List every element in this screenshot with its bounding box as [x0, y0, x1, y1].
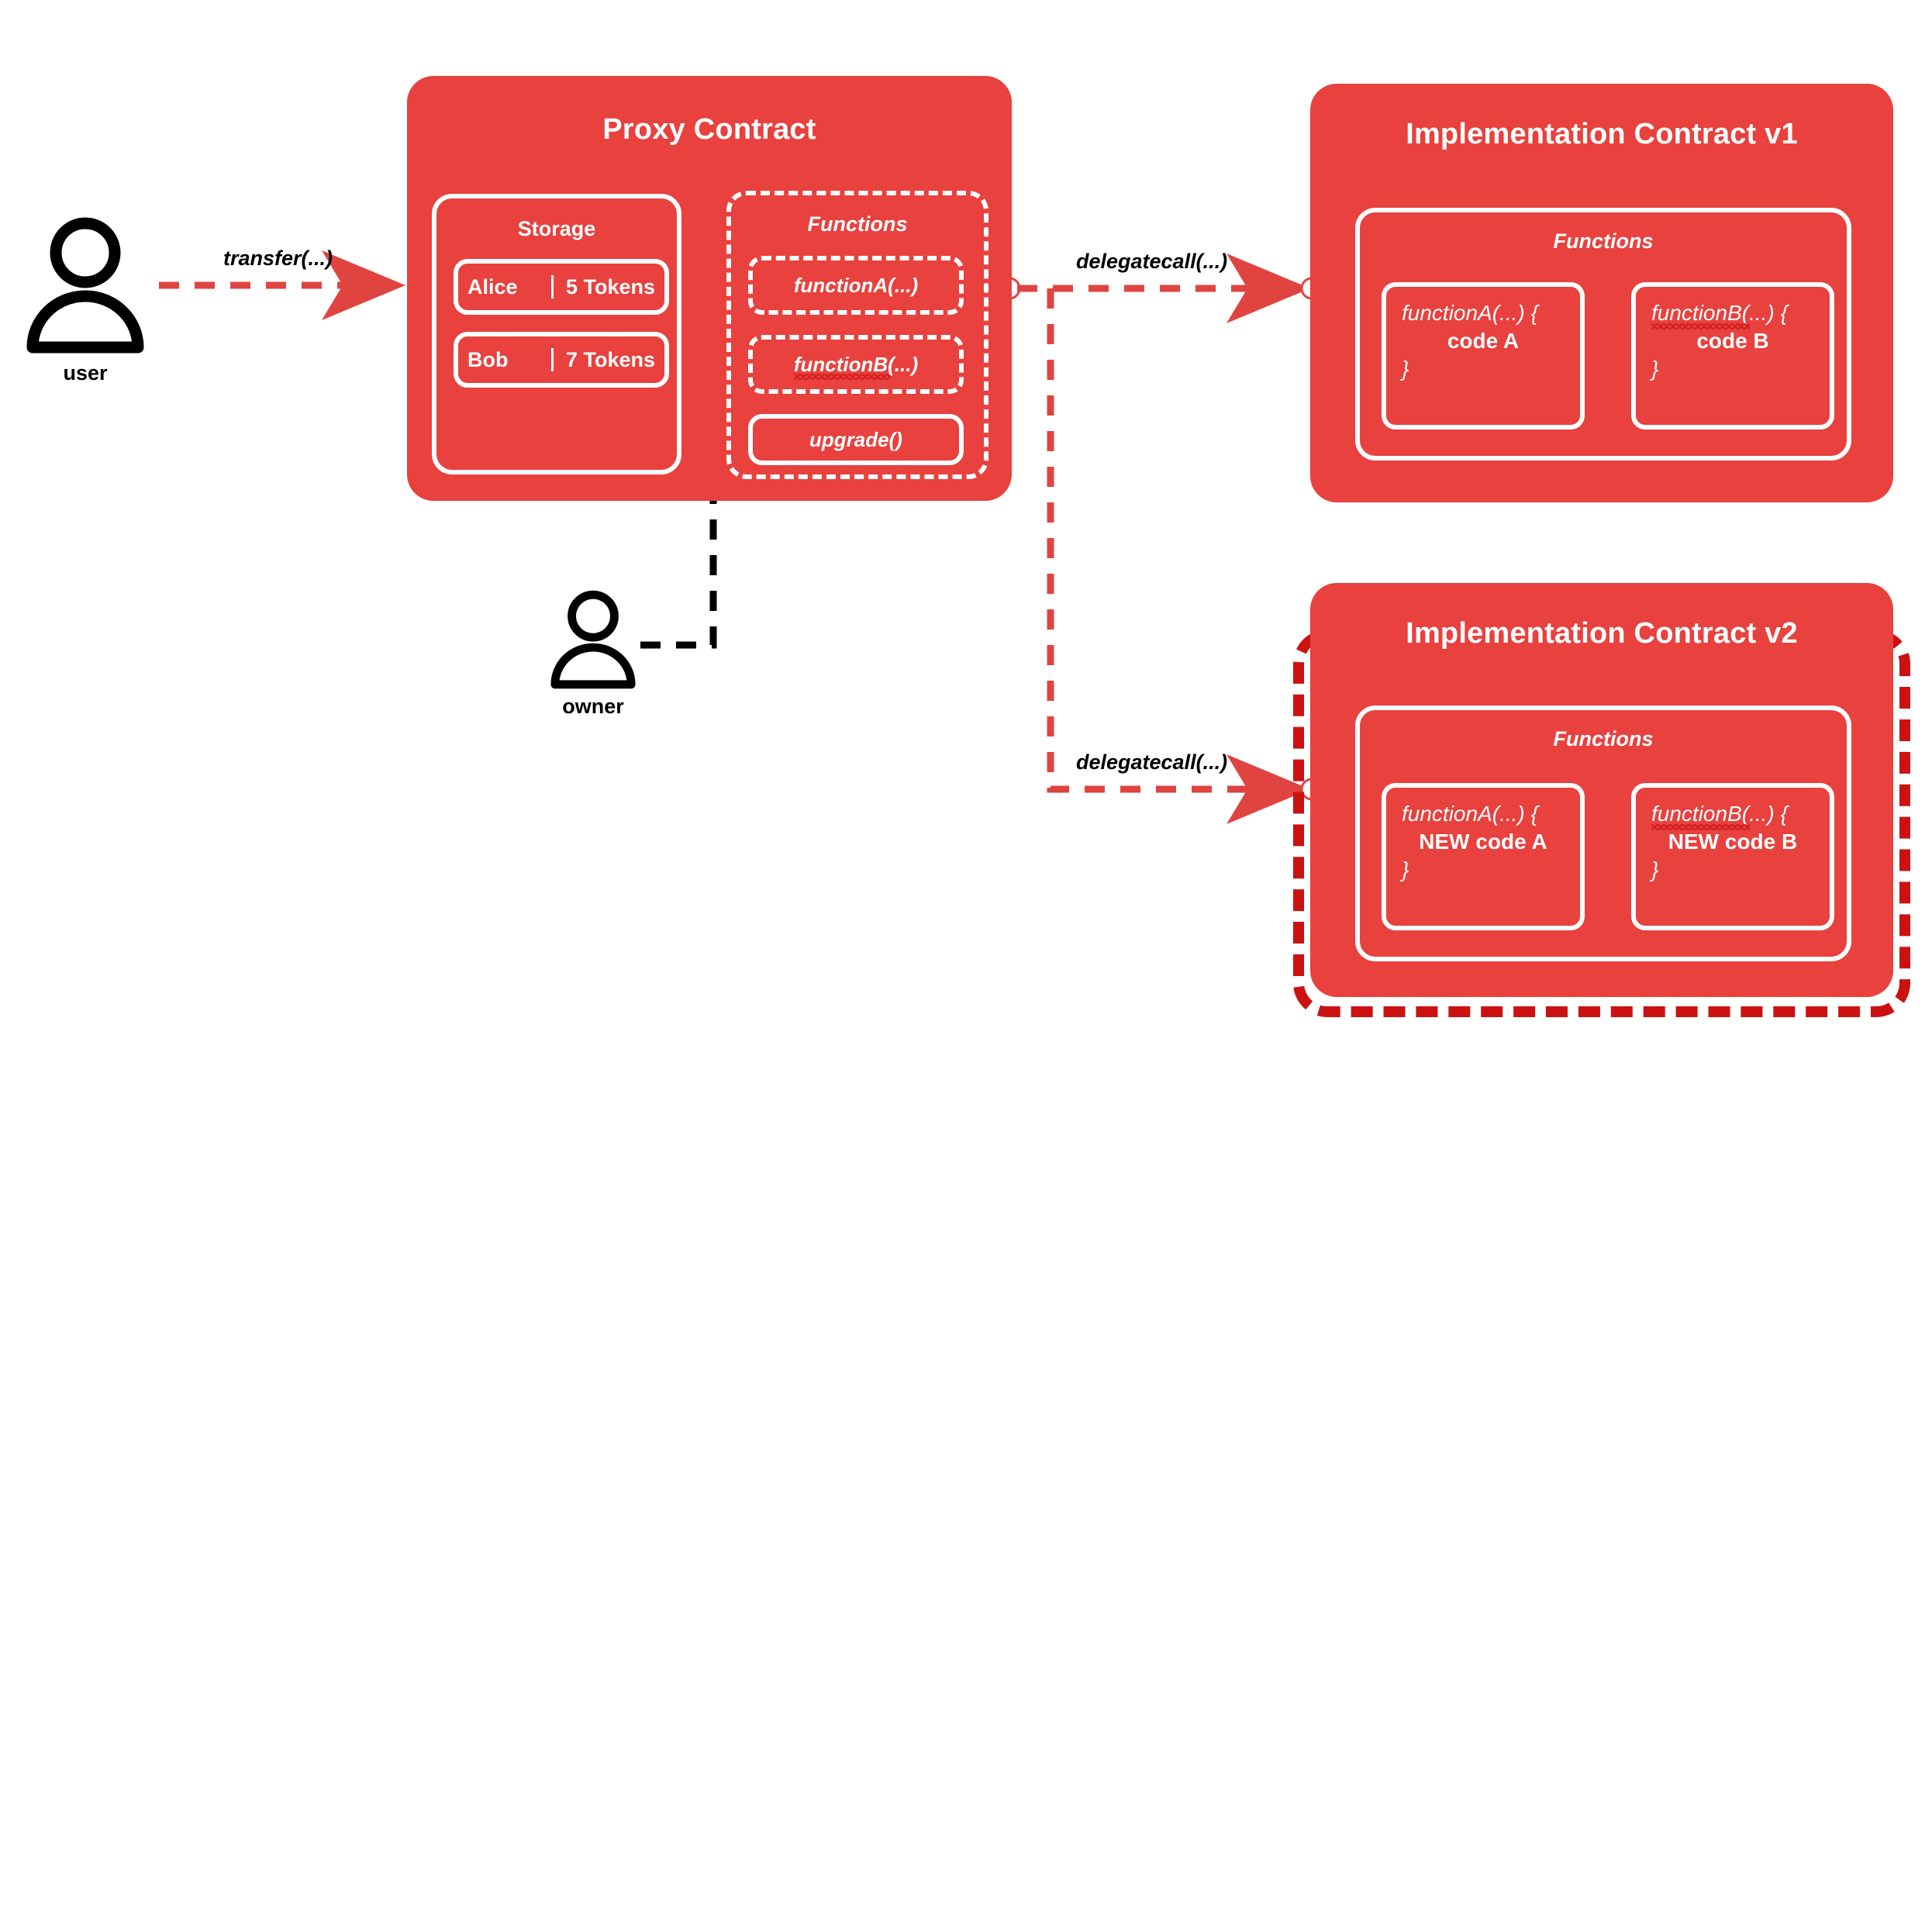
spellcheck-squiggle — [1651, 824, 1750, 830]
impl-v2-functions-panel: Functions functionA(...) { NEW code A } … — [1355, 706, 1851, 961]
proxy-function-item-functionb[interactable]: functionB(...) — [748, 335, 964, 394]
impl-v2-close: } — [1651, 857, 1659, 881]
impl-v1-signature-wrap: functionB(...) { — [1651, 301, 1788, 329]
impl-v2-title: Implementation Contract v2 — [1406, 617, 1798, 650]
proxy-function-label: upgrade() — [809, 427, 902, 451]
proxy-contract-title: Proxy Contract — [602, 113, 816, 146]
proxy-function-label-wrap: functionB(...) — [793, 352, 919, 380]
proxy-functions-title: Functions — [807, 212, 908, 236]
actor-owner: owner — [543, 589, 643, 718]
storage-row: Bob 7 Tokens — [454, 332, 669, 388]
impl-v1-title: Implementation Contract v1 — [1406, 118, 1798, 150]
actor-owner-label: owner — [562, 695, 624, 718]
impl-v2-body: NEW code A — [1419, 830, 1547, 854]
impl-v1-body: code A — [1447, 329, 1520, 353]
storage-row-separator — [550, 348, 554, 371]
impl-v1-card: Implementation Contract v1 Functions fun… — [1310, 84, 1893, 502]
impl-v2-body: NEW code B — [1668, 830, 1798, 854]
edge-label-delegatecall-v2: delegatecall(...) — [1076, 750, 1228, 774]
person-icon — [26, 217, 144, 354]
storage-row-value: 7 Tokens — [565, 347, 656, 371]
impl-v2-card: Implementation Contract v2 Functions fun… — [1310, 583, 1893, 997]
impl-v1-close: } — [1402, 357, 1409, 381]
impl-v2-close: } — [1402, 857, 1409, 881]
impl-v1-code-functionb: functionB(...) { code B } — [1631, 282, 1834, 430]
impl-v1-functions-title: Functions — [1553, 229, 1654, 253]
edge-delegatecall-v2 — [1047, 288, 1310, 824]
proxy-functions-panel: Functions functionA(...) functionB(...) … — [726, 191, 988, 479]
spellcheck-squiggle — [793, 373, 891, 380]
impl-v1-body: code B — [1696, 329, 1769, 353]
impl-v2-signature: functionA(...) { — [1402, 802, 1538, 826]
impl-v2-code-functiona: functionA(...) { NEW code A } — [1382, 783, 1585, 930]
impl-v1-signature: functionB(...) { — [1651, 301, 1788, 325]
storage-row-separator — [550, 275, 554, 298]
actor-user: user — [16, 216, 155, 385]
impl-v1-signature: functionA(...) { — [1402, 301, 1538, 325]
person-icon — [550, 590, 636, 689]
proxy-function-label: functionA(...) — [793, 273, 919, 297]
proxy-storage-title: Storage — [517, 217, 596, 240]
impl-v1-functions-panel: Functions functionA(...) { code A } func… — [1355, 208, 1851, 461]
edge-label-transfer: transfer(...) — [223, 247, 333, 270]
proxy-function-item-functiona[interactable]: functionA(...) — [748, 256, 964, 315]
impl-v2-signature-wrap: functionB(...) { — [1651, 802, 1788, 830]
proxy-storage-panel: Storage Alice 5 Tokens Bob 7 Tokens — [432, 194, 681, 474]
impl-v1-code-functiona: functionA(...) { code A } — [1382, 282, 1585, 430]
spellcheck-squiggle — [1651, 323, 1750, 329]
storage-row: Alice 5 Tokens — [454, 259, 669, 315]
impl-v2-signature: functionB(...) { — [1651, 802, 1788, 826]
impl-v2-code-functionb: functionB(...) { NEW code B } — [1631, 783, 1834, 930]
proxy-contract-card: Proxy Contract Storage Alice 5 Tokens Bo… — [407, 76, 1012, 501]
proxy-function-label: functionB(...) — [793, 352, 919, 376]
impl-v2-functions-title: Functions — [1553, 727, 1654, 750]
impl-v1-close: } — [1651, 357, 1659, 381]
storage-row-name: Alice — [467, 274, 518, 298]
storage-row-name: Bob — [467, 347, 509, 371]
proxy-function-item-upgrade[interactable]: upgrade() — [748, 414, 964, 465]
actor-user-label: user — [63, 361, 108, 385]
edge-label-delegatecall-v1: delegatecall(...) — [1076, 250, 1228, 273]
storage-row-value: 5 Tokens — [565, 274, 656, 298]
